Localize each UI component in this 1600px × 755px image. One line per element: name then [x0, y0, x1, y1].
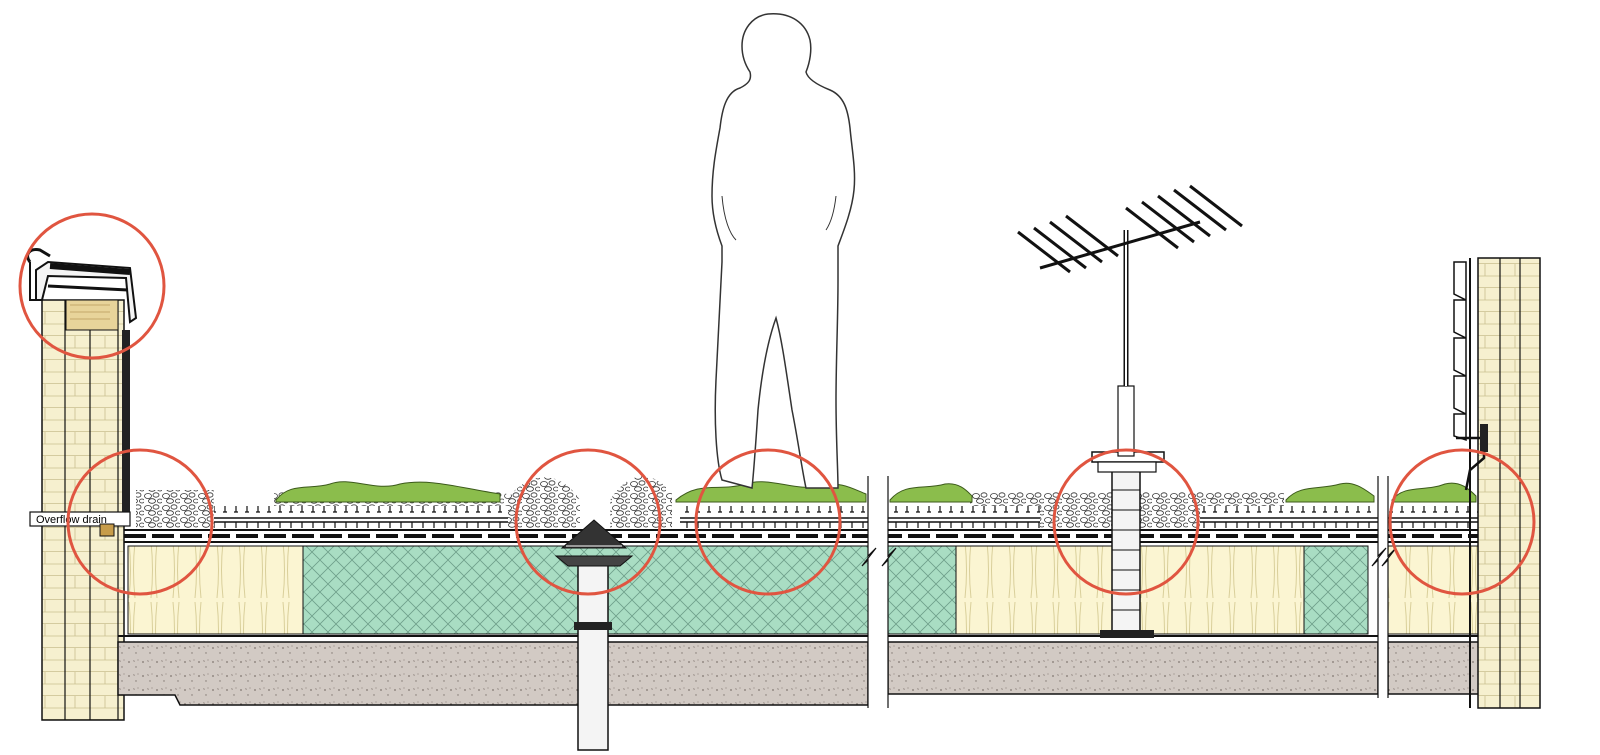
- parapet-cap-detail-circle: [18, 212, 166, 360]
- section-break-lines: [861, 476, 1397, 708]
- roof-drain-detail-circle: [514, 448, 662, 596]
- person-silhouette: [711, 13, 856, 489]
- drainage-board: [214, 506, 1478, 528]
- overflow-drain: Overflow drain: [29, 511, 131, 537]
- antenna-mast-detail-circle: [1052, 448, 1200, 596]
- insulation-layer: [127, 545, 1479, 635]
- parapet-base-detail-circle: [66, 448, 214, 596]
- highlight-circles: [18, 212, 1536, 596]
- waterproof-membranes: [124, 529, 1478, 543]
- wall-junction-detail-circle: [1388, 448, 1536, 596]
- walkway-detail-circle: [694, 448, 842, 596]
- overflow-drain-label: Overflow drain: [36, 514, 107, 526]
- right-wall: [1453, 257, 1541, 709]
- antenna-mast: [1017, 184, 1243, 638]
- parapet-cap-flashing: [26, 248, 138, 324]
- left-parapet-wall: [41, 299, 130, 721]
- concrete-slab: [117, 635, 1481, 706]
